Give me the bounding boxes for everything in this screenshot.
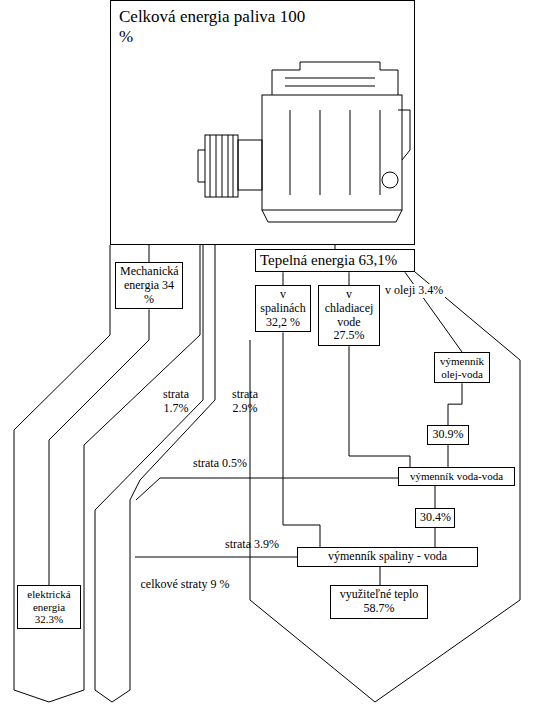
loss-label: strata 3.9% [212, 538, 292, 552]
box-text: výmenník spaliny - voda [302, 550, 473, 564]
oil-pan [262, 210, 402, 222]
mechanical-band [14, 245, 200, 702]
cylinder-head [272, 62, 398, 95]
box-text: Mechanická energia 34 % [120, 265, 178, 306]
flow-connector [435, 528, 436, 547]
generator-ribs [210, 135, 233, 197]
generator-end [198, 150, 205, 182]
flow-box: Tepelná energia 63,1% [255, 249, 415, 272]
flow-box: 30.9% [427, 425, 469, 445]
edge-label: v oleji 3.4% [383, 284, 445, 298]
flow-connector [448, 445, 449, 467]
flow-box: výmenník voda-voda [398, 467, 515, 486]
engine-block [262, 95, 402, 210]
box-text: využiteľné teplo 58.7% [335, 588, 423, 616]
coupling [238, 140, 262, 190]
flow-connector [349, 346, 410, 467]
flow-box: výmenník olej-voda [434, 352, 490, 383]
box-text: v spalinách 32,2 % [260, 288, 306, 329]
band-outlines [14, 245, 520, 702]
box-text: 30.9% [432, 428, 464, 442]
heat-band-right [375, 272, 520, 702]
box-text: Celková energia paliva 100 % [119, 7, 319, 46]
flow-connector [448, 383, 462, 425]
loss-label: celkové straty 9 % [140, 578, 230, 592]
box-text: výmenník voda-voda [403, 470, 510, 483]
flow-box: výmenník spaliny - voda [297, 547, 478, 567]
loss-label: strata 0.5% [180, 457, 260, 471]
box-text: 30.4% [420, 511, 450, 525]
flow-box: v chladiacej vode 27.5% [318, 285, 380, 346]
flow-connector [283, 272, 284, 285]
engine-illustration [198, 62, 410, 222]
loss-band-left [95, 245, 215, 702]
loss-stream [135, 557, 297, 558]
box-text: elektrická energia 32.3% [22, 588, 76, 626]
loss-label: strata 1.7% [155, 388, 197, 416]
flow-connector [435, 486, 436, 508]
pulley [382, 172, 398, 188]
flow-connector [283, 332, 320, 547]
loss-label: strata 2.9% [224, 388, 266, 416]
engine-housing: Celková energia paliva 100 % [110, 0, 415, 245]
flow-box: 30.4% [415, 508, 455, 528]
box-text: v chladiacej vode 27.5% [323, 288, 375, 343]
flow-box: v spalinách 32,2 % [255, 285, 311, 332]
engine-end [398, 110, 410, 160]
flow-box: Mechanická energia 34 % [115, 262, 183, 309]
flow-box: elektrická energia 32.3% [17, 585, 81, 629]
flow-connector [380, 567, 381, 585]
head-cover [285, 78, 375, 86]
box-text: výmenník olej-voda [439, 355, 485, 380]
loss-stream [136, 478, 398, 500]
flow-connector [149, 245, 150, 262]
heat-band-left [250, 340, 375, 702]
box-text: Tepelná energia 63,1% [260, 252, 410, 269]
flow-box: využiteľné teplo 58.7% [330, 585, 428, 619]
flow-connector [49, 309, 149, 585]
generator [205, 135, 238, 197]
flow-connector [349, 272, 350, 285]
block-ribs [290, 110, 380, 195]
